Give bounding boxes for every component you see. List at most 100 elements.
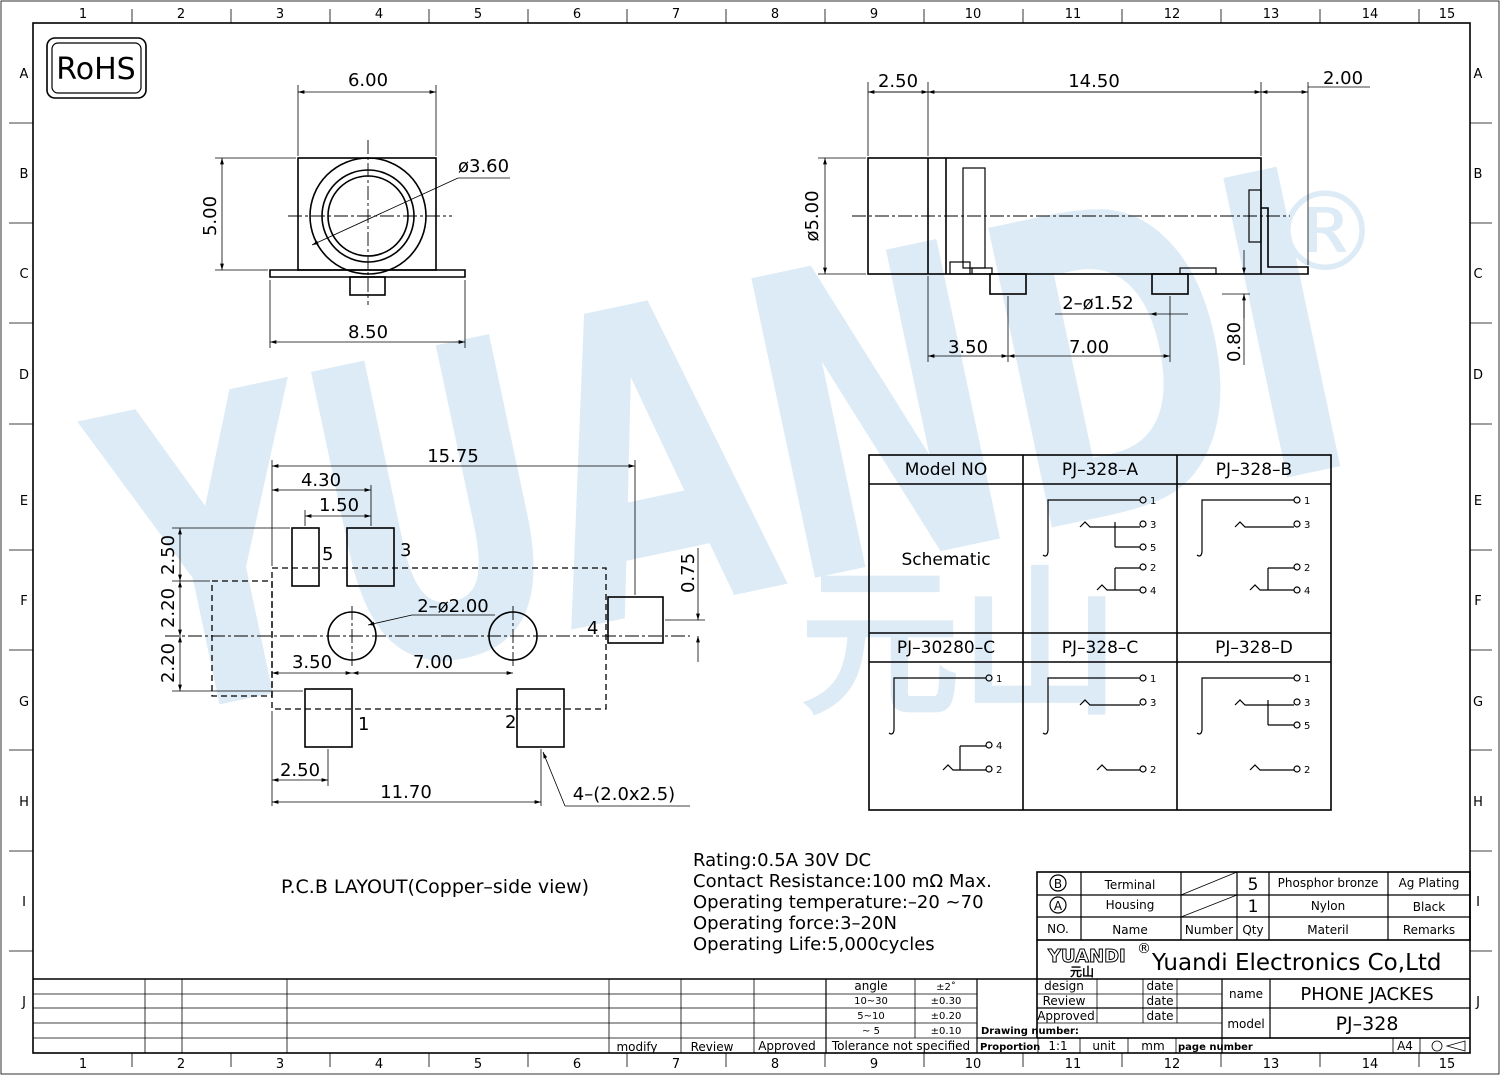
grid-col-bottom-2: 2 bbox=[177, 1057, 185, 1072]
svg-text:5~10: 5~10 bbox=[857, 1011, 884, 1022]
svg-text:3: 3 bbox=[1304, 520, 1310, 531]
svg-text:±0.30: ±0.30 bbox=[931, 996, 962, 1007]
grid-col-top-6: 6 bbox=[573, 7, 581, 22]
dim-side-left: 2.50 bbox=[878, 71, 918, 92]
grid-col-bottom-14: 14 bbox=[1362, 1057, 1379, 1072]
svg-text:Proportion: Proportion bbox=[980, 1042, 1040, 1053]
sch-row-label: Schematic bbox=[901, 550, 990, 570]
rohs-badge: RoHS bbox=[56, 52, 135, 87]
svg-text:1: 1 bbox=[1304, 674, 1310, 685]
grid-row-right-G: G bbox=[1473, 695, 1483, 710]
bom-table: B A Terminal Housing 5 1 Phosphor bronze… bbox=[1036, 871, 1471, 941]
title-model: PJ–328 bbox=[1336, 1013, 1399, 1035]
dim-side-diameter: ø5.00 bbox=[802, 190, 823, 241]
svg-text:Remarks: Remarks bbox=[1403, 923, 1455, 937]
watermark: YUANDI ® 元山 bbox=[58, 80, 1387, 819]
grid-row-right-C: C bbox=[1473, 267, 1482, 282]
svg-text:Name: Name bbox=[1112, 923, 1147, 937]
pcb-caption: P.C.B LAYOUT(Copper–side view) bbox=[281, 876, 589, 898]
grid-col-top-2: 2 bbox=[177, 7, 185, 22]
dim-pcb-1170: 11.70 bbox=[380, 782, 432, 803]
grid-labels: 1122334455667788991010111112121313141415… bbox=[9, 7, 1492, 1072]
svg-text:1: 1 bbox=[996, 674, 1002, 685]
dim-pcb-430: 4.30 bbox=[301, 470, 341, 491]
grid-col-top-5: 5 bbox=[474, 7, 482, 22]
svg-text:B: B bbox=[1054, 877, 1062, 891]
svg-text:Review: Review bbox=[1043, 994, 1086, 1008]
grid-row-right-I: I bbox=[1476, 895, 1480, 910]
grid-row-left-D: D bbox=[19, 368, 29, 383]
svg-text:1: 1 bbox=[1150, 496, 1156, 507]
svg-text:modify: modify bbox=[616, 1040, 657, 1054]
svg-text:2: 2 bbox=[1304, 765, 1310, 776]
grid-col-bottom-15: 15 bbox=[1439, 1057, 1456, 1072]
svg-text:1: 1 bbox=[1304, 496, 1310, 507]
sch-header-d: PJ–328–D bbox=[1215, 638, 1293, 658]
grid-col-bottom-11: 11 bbox=[1065, 1057, 1082, 1072]
svg-text:Qty: Qty bbox=[1242, 923, 1263, 937]
dim-side-length: 14.50 bbox=[1068, 71, 1120, 92]
dim-front-width-bottom: 8.50 bbox=[348, 322, 388, 343]
dim-pcb-220a: 2.20 bbox=[158, 588, 179, 628]
svg-text:®: ® bbox=[1137, 941, 1151, 957]
svg-text:Tolerance not specified: Tolerance not specified bbox=[831, 1039, 970, 1053]
dim-pcb-150: 1.50 bbox=[319, 495, 359, 516]
svg-text:1: 1 bbox=[1150, 674, 1156, 685]
spec-rating: Rating:0.5A 30V DC bbox=[693, 850, 871, 871]
tolerance-table: angle ±2˚ 10~30 ±0.30 5~10 ±0.20 ~ 5 ±0.… bbox=[826, 979, 978, 1053]
grid-col-bottom-3: 3 bbox=[276, 1057, 284, 1072]
grid-row-left-J: J bbox=[21, 995, 26, 1010]
watermark-chinese: 元山 bbox=[800, 551, 1120, 738]
grid-col-top-11: 11 bbox=[1065, 7, 1082, 22]
svg-text:3: 3 bbox=[1150, 698, 1156, 709]
pcb-pin-2: 2 bbox=[505, 712, 516, 733]
svg-text:unit: unit bbox=[1092, 1039, 1116, 1053]
sch-header-model: Model NO bbox=[905, 460, 988, 480]
dim-pcb-700: 7.00 bbox=[413, 652, 453, 673]
dim-pcb-holes: 2–ø2.00 bbox=[417, 596, 489, 617]
spec-life: Operating Life:5,000cycles bbox=[693, 934, 935, 955]
spec-contact-resistance: Contact Resistance:100 mΩ Max. bbox=[693, 871, 992, 892]
grid-col-top-15: 15 bbox=[1439, 7, 1456, 22]
company-name: Yuandi Electronics Co,Ltd bbox=[1151, 950, 1442, 976]
svg-text:4: 4 bbox=[1150, 586, 1156, 597]
grid-col-top-4: 4 bbox=[375, 7, 383, 22]
grid-row-right-A: A bbox=[1474, 67, 1483, 82]
svg-text:2: 2 bbox=[1150, 765, 1156, 776]
dim-pcb-220b: 2.20 bbox=[158, 643, 179, 683]
grid-row-right-H: H bbox=[1473, 795, 1483, 810]
svg-text:A: A bbox=[1054, 899, 1063, 913]
grid-row-left-F: F bbox=[20, 594, 27, 609]
specifications: Rating:0.5A 30V DC Contact Resistance:10… bbox=[693, 850, 992, 955]
grid-row-left-H: H bbox=[19, 795, 29, 810]
dim-front-height: 5.00 bbox=[200, 196, 221, 236]
svg-text:Number: Number bbox=[1185, 923, 1233, 937]
grid-col-bottom-10: 10 bbox=[965, 1057, 982, 1072]
dim-side-right: 2.00 bbox=[1323, 68, 1363, 89]
svg-text:Terminal: Terminal bbox=[1104, 878, 1156, 892]
grid-col-bottom-13: 13 bbox=[1263, 1057, 1280, 1072]
sch-header-30280c: PJ–30280–C bbox=[897, 638, 995, 658]
svg-text:date: date bbox=[1146, 994, 1173, 1008]
svg-text:Black: Black bbox=[1413, 900, 1446, 914]
grid-col-bottom-5: 5 bbox=[474, 1057, 482, 1072]
svg-text:3: 3 bbox=[1304, 698, 1310, 709]
grid-col-bottom-4: 4 bbox=[375, 1057, 383, 1072]
svg-text:Housing: Housing bbox=[1106, 898, 1155, 912]
dim-pcb-075: 0.75 bbox=[678, 553, 699, 593]
front-view: 6.00 5.00 ø3.60 8.50 bbox=[200, 70, 510, 348]
grid-row-right-J: J bbox=[1475, 995, 1480, 1010]
grid-row-right-D: D bbox=[1473, 368, 1483, 383]
inner-border bbox=[32, 22, 1471, 1054]
svg-text:mm: mm bbox=[1141, 1039, 1164, 1053]
side-view: 2.50 14.50 2.00 ø5.00 2–ø1.52 3.50 7.00 … bbox=[802, 68, 1370, 365]
watermark-text: YUANDI bbox=[58, 80, 1387, 819]
grid-col-top-12: 12 bbox=[1164, 7, 1181, 22]
title-name: PHONE JACKES bbox=[1300, 984, 1433, 1005]
svg-text:5: 5 bbox=[1150, 543, 1156, 554]
svg-text:angle: angle bbox=[854, 979, 887, 993]
dim-front-diameter: ø3.60 bbox=[458, 156, 509, 177]
sch-header-b: PJ–328–B bbox=[1216, 460, 1292, 480]
